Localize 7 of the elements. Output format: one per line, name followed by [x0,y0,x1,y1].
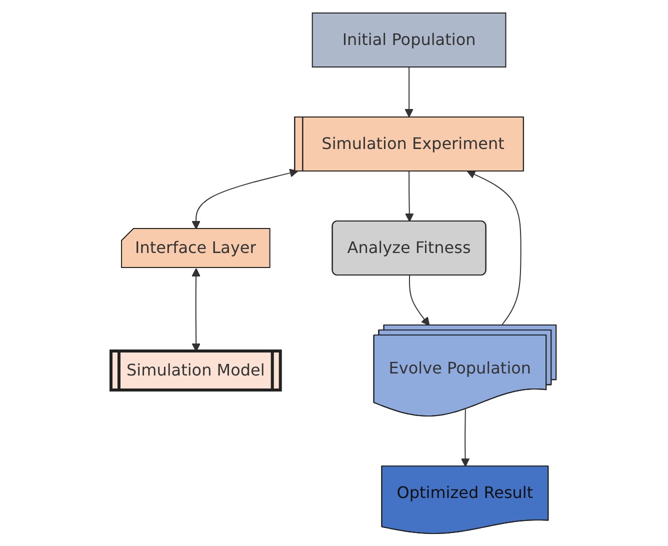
arrow [405,66,414,118]
arrow [461,408,470,467]
arrow [405,170,414,222]
node-box: Initial Population [312,12,507,68]
arrow [409,274,430,326]
arrow [467,170,522,326]
arrow [192,168,299,230]
